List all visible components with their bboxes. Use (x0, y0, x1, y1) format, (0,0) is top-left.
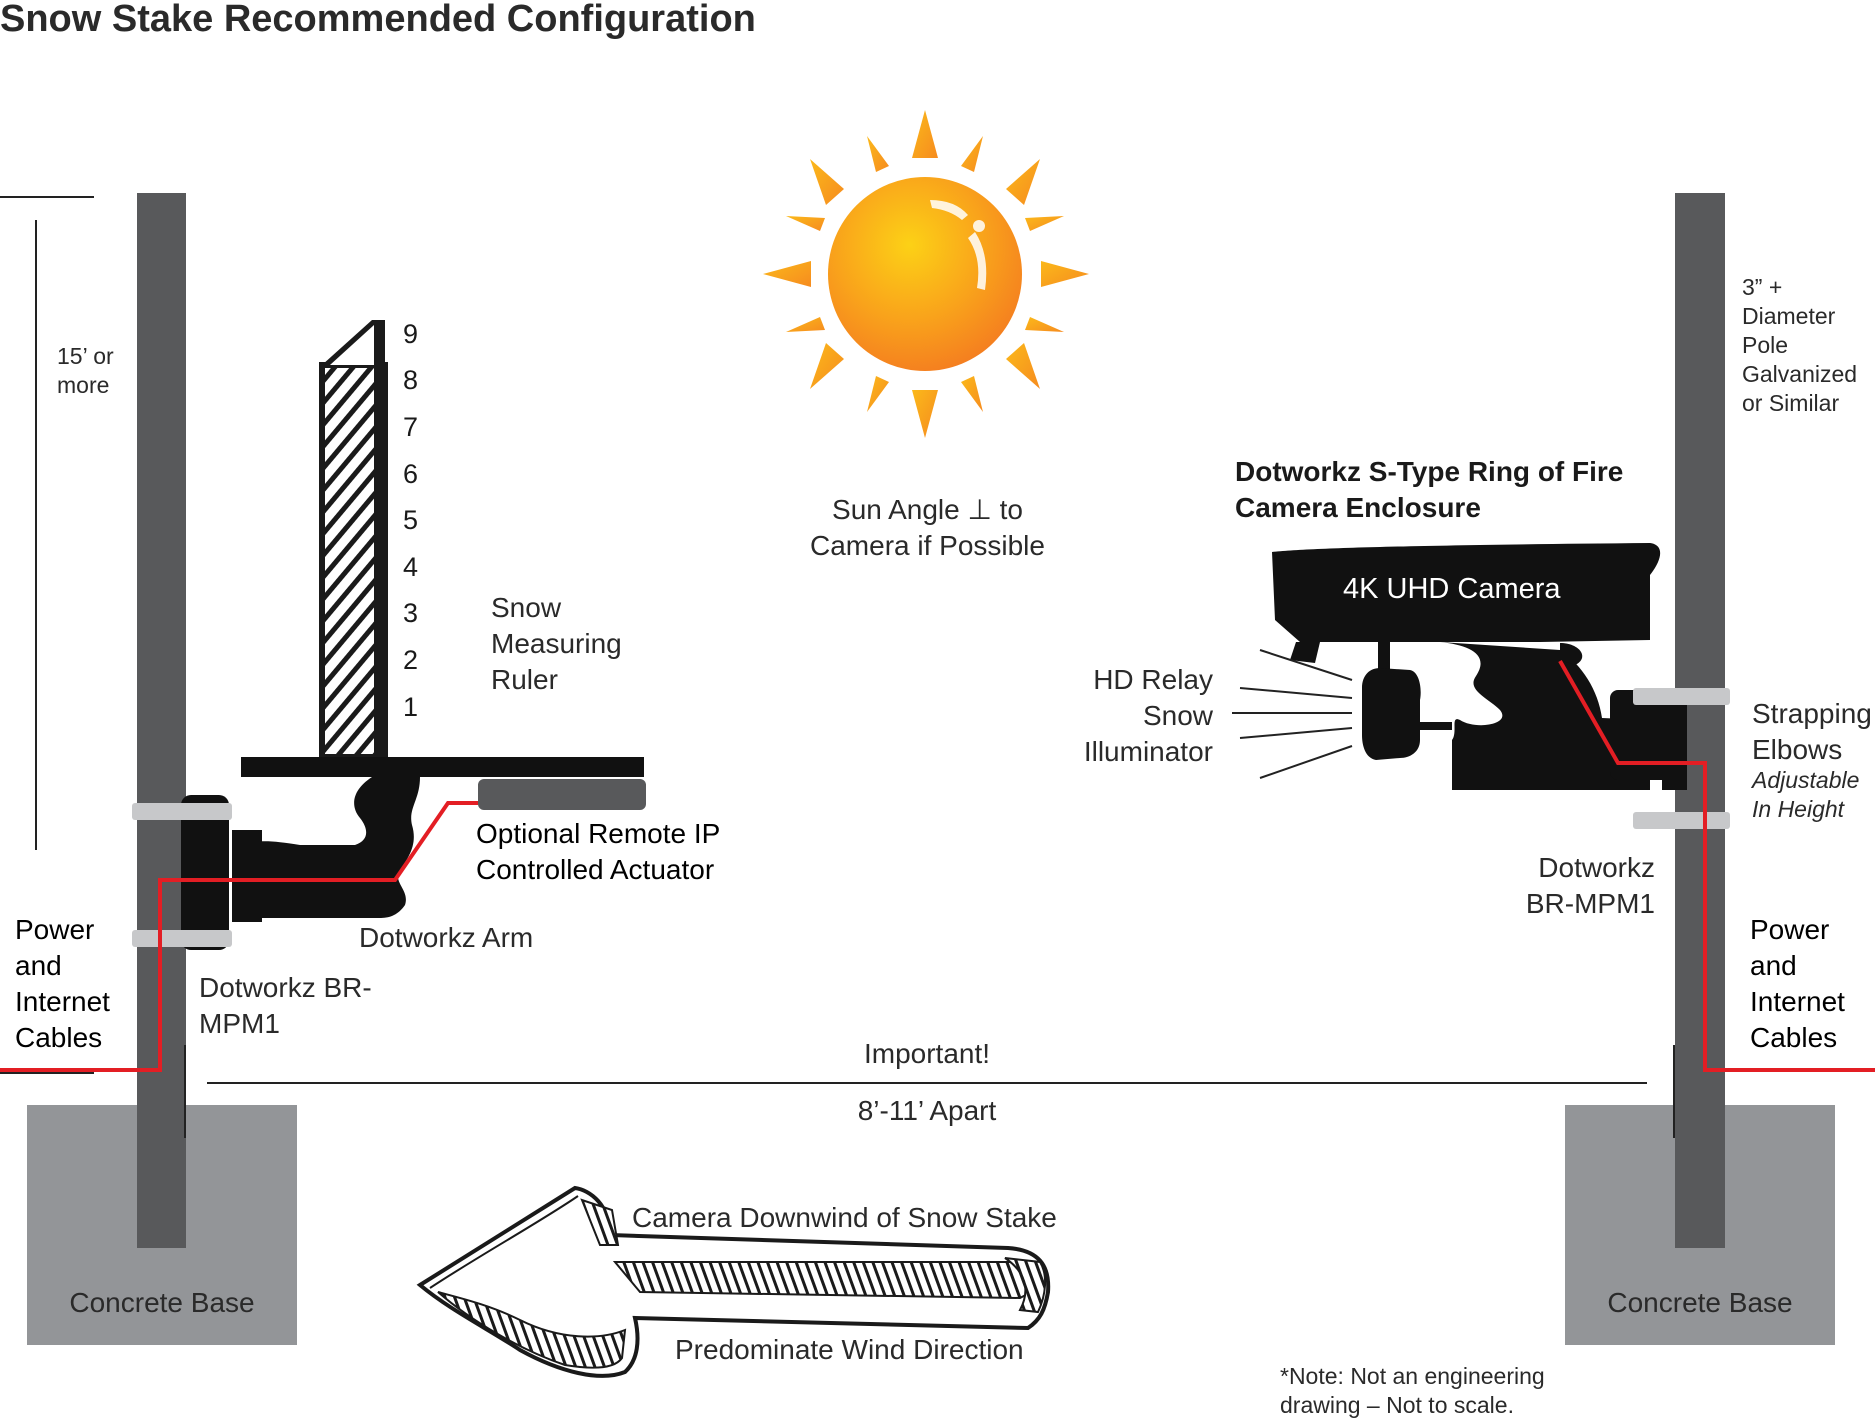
height-label: 15’ or more (57, 343, 114, 398)
actuator-label: Optional Remote IP Controlled Actuator (476, 818, 720, 885)
right-cable (1558, 660, 1875, 1072)
ruler-number: 6 (403, 459, 419, 489)
adjustable-label: Adjustable In Height (1752, 767, 1860, 822)
sun-angle-label: Sun Angle ⊥ to Camera if Possible (810, 494, 1045, 561)
ruler-number: 9 (403, 319, 419, 349)
distance-dimension (207, 1045, 1675, 1138)
right-cable-label: Power and Internet Cables (1750, 914, 1845, 1053)
important-label: Important! (863, 1038, 991, 1069)
left-cable-label: Power and Internet Cables (15, 914, 110, 1053)
camera-enclosure (1272, 543, 1687, 790)
left-strap-top (132, 803, 232, 820)
left-strap-bottom (132, 930, 232, 947)
right-strap-bottom (1633, 812, 1730, 829)
left-mount-label: Dotworkz BR-MPM1 (199, 972, 372, 1039)
ruler-number: 4 (403, 552, 419, 582)
left-base-label: Concrete Base (69, 1287, 255, 1318)
right-strap-top (1633, 688, 1730, 705)
right-mount-label: Dotworkz BR-MPM1 (1525, 852, 1655, 919)
ruler-number: 2 (403, 645, 419, 675)
snow-ruler-label: Snow Measuring Ruler (491, 592, 622, 695)
remote-actuator (478, 779, 646, 810)
left-cable (0, 801, 478, 1072)
wind-top-label: Camera Downwind of Snow Stake (632, 1202, 1057, 1233)
distance-label: 8’-11’ Apart (857, 1095, 997, 1126)
strapping-label: Strapping Elbows (1752, 698, 1872, 765)
snow-measuring-ruler (319, 320, 388, 760)
illuminator-beams (1232, 649, 1353, 779)
ruler-platform (241, 757, 644, 777)
right-base-label: Concrete Base (1607, 1287, 1793, 1318)
page-title: Snow Stake Recommended Configuration (0, 0, 756, 40)
ruler-number: 1 (403, 692, 419, 722)
left-pole (137, 193, 186, 1248)
ruler-number: 7 (403, 412, 419, 442)
scale-note: *Note: Not an engineering drawing – Not … (1280, 1363, 1545, 1418)
ruler-number: 3 (403, 598, 419, 628)
height-dimension (0, 196, 94, 1074)
arm-label: Dotworkz Arm (359, 922, 534, 953)
sun-graphic (763, 110, 1089, 438)
wind-bottom-label: Predominate Wind Direction (675, 1334, 1024, 1365)
illuminator-label: HD Relay Snow Illuminator (1083, 664, 1213, 767)
pole-spec-label: 3” + Diameter Pole Galvanized or Similar (1742, 274, 1858, 416)
wind-direction-arrow (416, 1185, 1051, 1378)
camera-label: 4K UHD Camera (1343, 573, 1561, 605)
enclosure-label: Dotworkz S-Type Ring of Fire Camera Encl… (1235, 456, 1624, 523)
left-mount-arm (181, 777, 420, 950)
ruler-number: 5 (403, 505, 419, 535)
ruler-number: 8 (403, 365, 419, 395)
